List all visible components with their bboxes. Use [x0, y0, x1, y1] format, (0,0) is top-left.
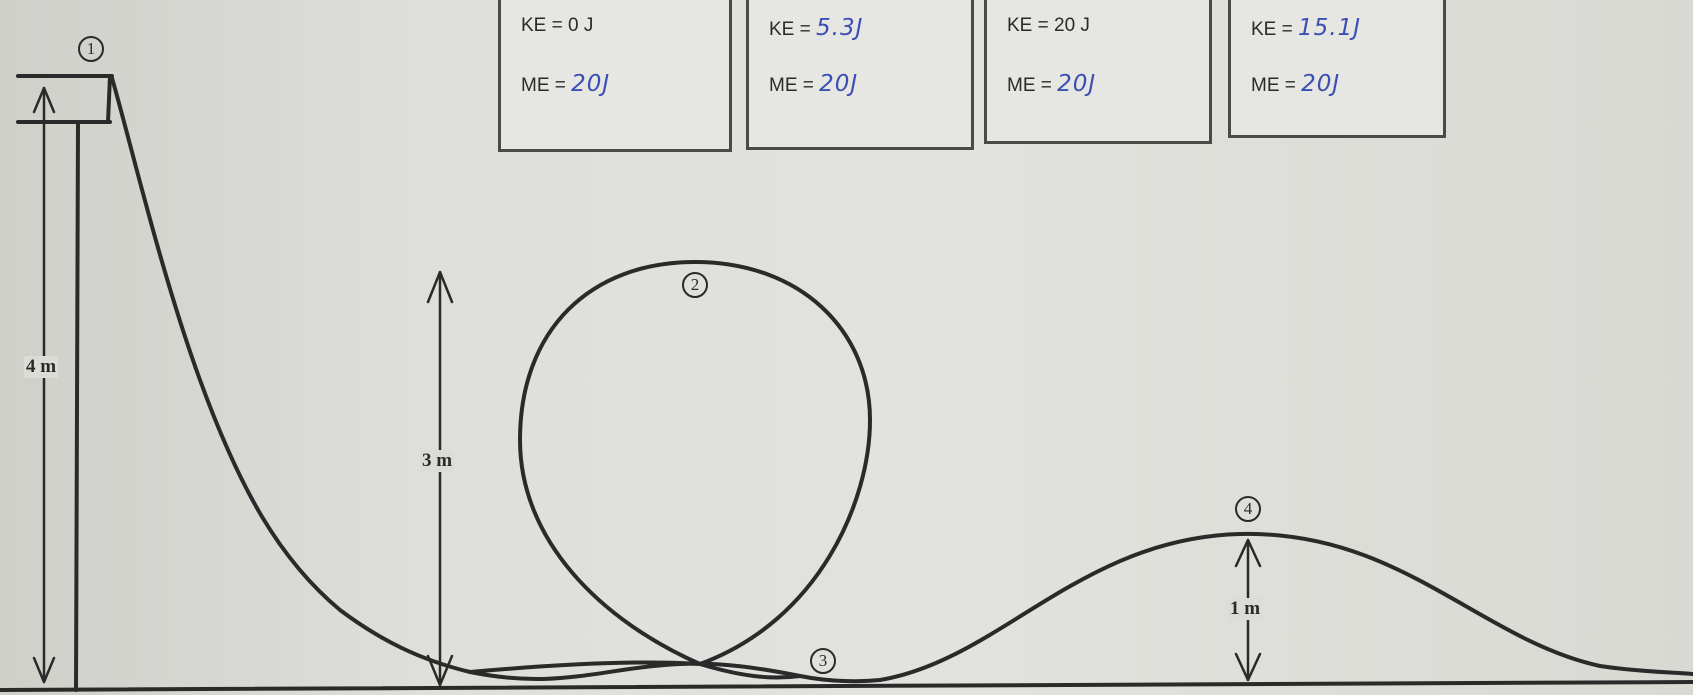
me-line: ME = 20J: [521, 71, 610, 97]
point-marker-4: 4: [1235, 496, 1261, 522]
ke-label: KE =: [1007, 15, 1054, 36]
hill-height-arrow-head-bottom: [1234, 652, 1262, 682]
point-marker-2: 2: [682, 272, 708, 298]
me-value: 20J: [819, 71, 859, 97]
me-label: ME =: [1007, 75, 1058, 96]
platform-side: [106, 74, 112, 124]
me-value: 20J: [1057, 71, 1097, 97]
ke-label: KE =: [769, 19, 816, 40]
ke-value: 20 J: [1054, 15, 1090, 36]
ke-label: KE =: [1251, 19, 1298, 40]
energy-box-point-3: KE = 20 J ME = 20J: [984, 0, 1212, 144]
loop-path: [468, 260, 872, 680]
me-label: ME =: [769, 75, 820, 96]
me-label: ME =: [521, 75, 572, 96]
ke-line: KE = 5.3J: [769, 15, 863, 41]
loop-height-arrow-head-top: [426, 270, 454, 304]
track-path: [110, 76, 1693, 684]
me-line: ME = 20J: [1251, 71, 1340, 97]
start-height-arrow-head-bottom: [32, 656, 56, 684]
start-height-arrow-head-top: [32, 86, 56, 114]
hill-height-label: 1 m: [1228, 598, 1263, 620]
energy-box-point-2: KE = 5.3J ME = 20J: [746, 0, 974, 150]
ke-value: 5.3J: [816, 15, 864, 41]
me-line: ME = 20J: [769, 71, 858, 97]
energy-box-point-4: KE = 15.1J ME = 20J: [1228, 0, 1446, 138]
ke-line: KE = 15.1J: [1251, 15, 1361, 41]
loop-height-arrow-head-bottom: [426, 654, 454, 687]
me-line: ME = 20J: [1007, 71, 1096, 97]
start-height-label: 4 m: [24, 356, 59, 378]
ke-label: KE =: [521, 15, 568, 36]
platform-post: [74, 120, 80, 692]
ke-value: 0 J: [568, 15, 594, 36]
ke-value: 15.1J: [1298, 15, 1361, 41]
me-value: 20J: [571, 71, 611, 97]
loop-height-label: 3 m: [420, 450, 455, 472]
ground-line: [0, 680, 1693, 692]
me-label: ME =: [1251, 75, 1302, 96]
energy-box-point-1: KE = 0 J ME = 20J: [498, 0, 732, 152]
ke-line: KE = 20 J: [1007, 15, 1090, 37]
point-marker-1: 1: [78, 36, 104, 62]
point-marker-3: 3: [810, 648, 836, 674]
ke-line: KE = 0 J: [521, 15, 593, 37]
me-value: 20J: [1301, 71, 1341, 97]
hill-height-arrow-head-top: [1234, 538, 1262, 568]
